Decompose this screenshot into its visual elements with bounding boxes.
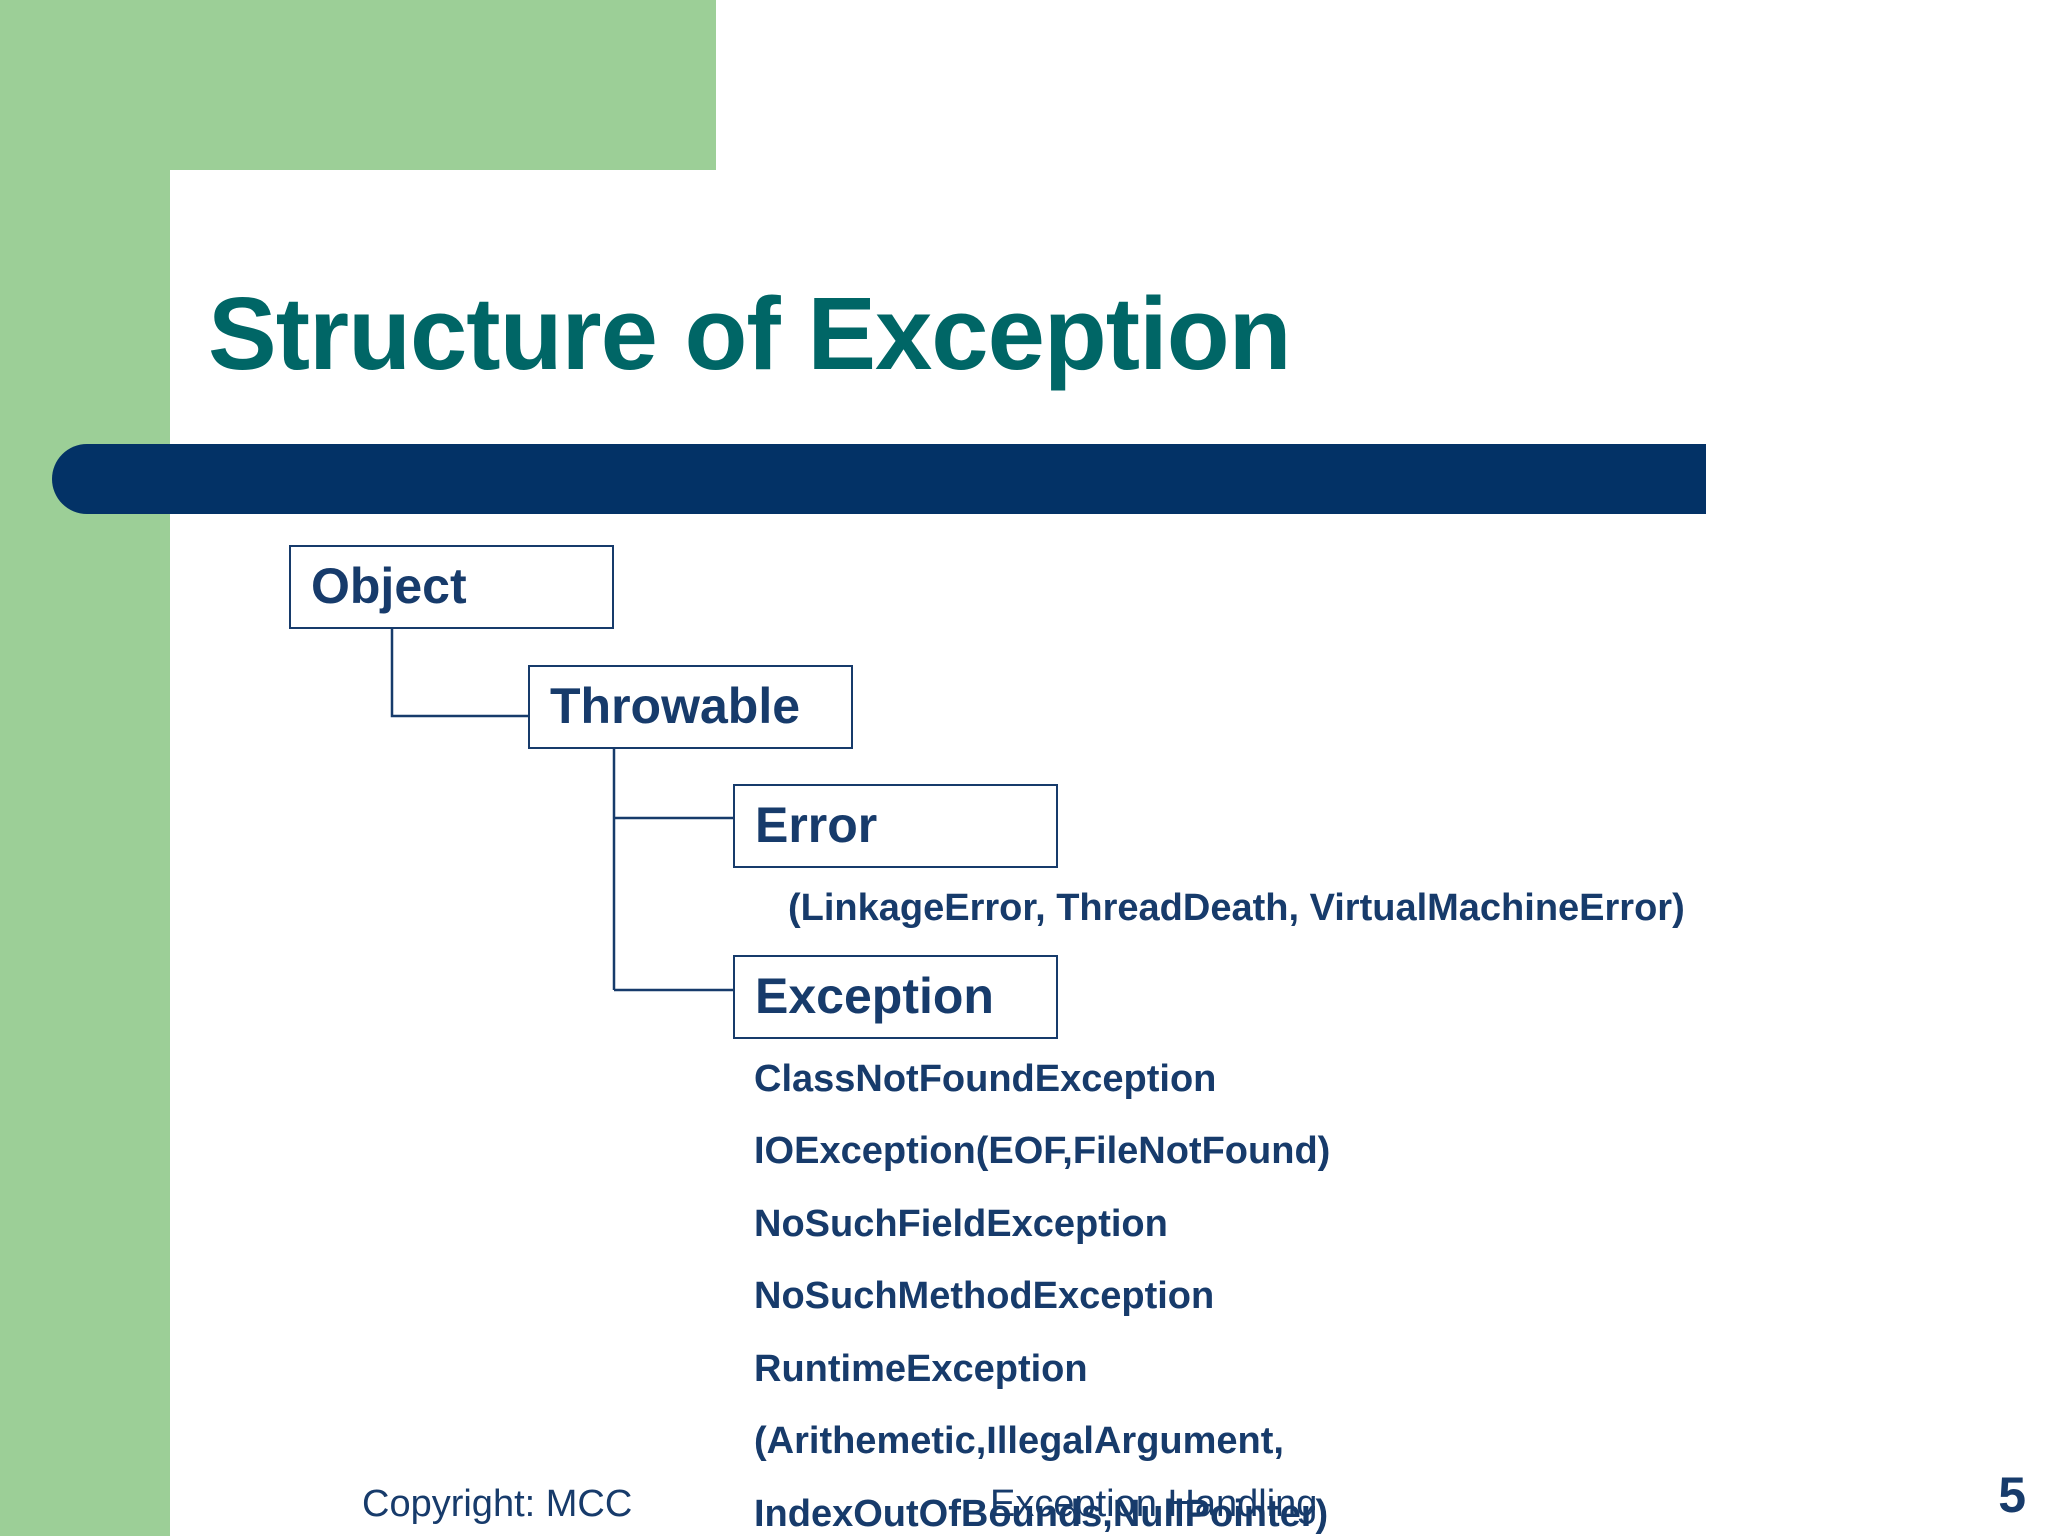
exception-subclass-item: IndexOutOfBounds,NullPointer) — [754, 1493, 1329, 1535]
slide-title: Structure of Exception — [208, 276, 1292, 391]
green-top-band — [0, 0, 716, 170]
title-underline-bar — [52, 444, 1706, 514]
exception-subclass-item: NoSuchFieldException — [754, 1203, 1168, 1245]
exception-subclass-item: (Arithemetic,IllegalArgument, — [754, 1420, 1284, 1462]
green-side-band — [0, 0, 170, 1536]
content-panel — [170, 170, 2048, 1536]
node-error: Error — [733, 784, 1058, 868]
connector-object-throwable — [390, 628, 529, 718]
exception-subclass-item: RuntimeException — [754, 1348, 1088, 1390]
footer-topic: Exception Handling — [990, 1483, 1318, 1525]
exception-subclass-item: ClassNotFoundException — [754, 1058, 1217, 1100]
node-throwable: Throwable — [528, 665, 853, 749]
node-object: Object — [289, 545, 614, 629]
slide-number: 5 — [1998, 1467, 2026, 1523]
error-subclasses: (LinkageError, ThreadDeath, VirtualMachi… — [788, 887, 1685, 929]
exception-subclass-item: IOException(EOF,FileNotFound) — [754, 1130, 1331, 1172]
node-exception: Exception — [733, 955, 1058, 1039]
footer-copyright: Copyright: MCC — [362, 1483, 633, 1525]
exception-subclass-item: NoSuchMethodException — [754, 1275, 1215, 1317]
